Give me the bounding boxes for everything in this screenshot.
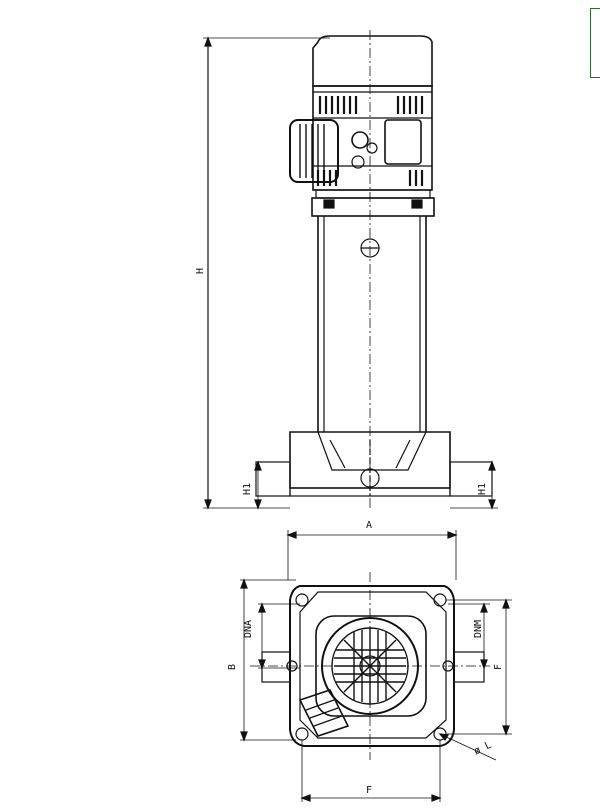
label-width-b: B xyxy=(227,663,239,671)
label-dna: DNA xyxy=(243,619,255,639)
frame-edge xyxy=(590,8,600,78)
label-h1-right: H1 xyxy=(477,482,489,496)
motor-nameplate xyxy=(384,119,422,165)
mount-hole-icon xyxy=(433,593,447,607)
motor-flange xyxy=(311,197,435,217)
label-f-right: F xyxy=(493,663,505,671)
pump-side-view xyxy=(203,30,498,510)
outlet-port xyxy=(453,651,485,683)
terminal-box xyxy=(289,119,339,183)
cable-gland-icon xyxy=(351,131,369,149)
terminal-box-top xyxy=(298,689,350,737)
label-h1-left: H1 xyxy=(242,482,254,496)
mount-hole-icon xyxy=(295,593,309,607)
motor-cap xyxy=(312,35,433,87)
inlet-port xyxy=(261,651,291,683)
label-dnm: DNM xyxy=(473,619,485,639)
label-f-bottom: F xyxy=(366,785,373,796)
label-width-a: A xyxy=(366,520,373,531)
pump-top-view xyxy=(240,530,512,802)
label-height: H xyxy=(195,267,207,275)
mount-hole-icon xyxy=(295,727,309,741)
